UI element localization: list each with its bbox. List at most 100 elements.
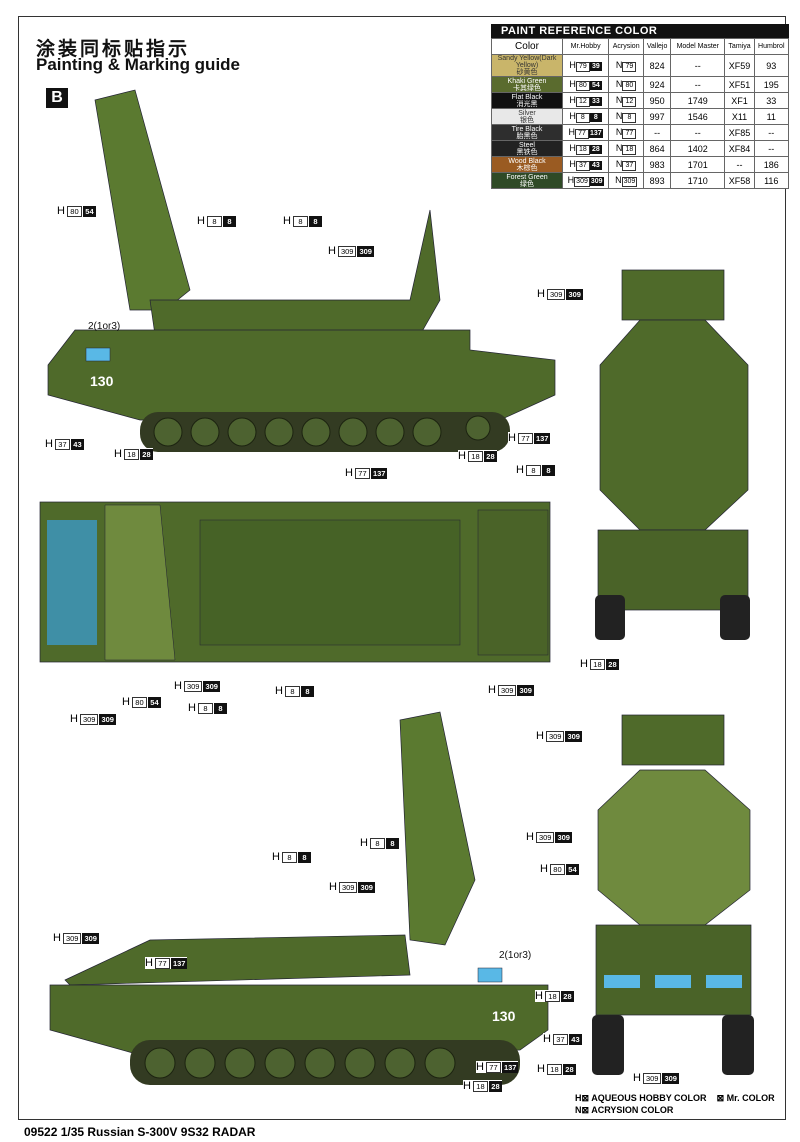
mr-color-code: 8 [541, 464, 555, 476]
title-chinese: 涂装同标贴指示 [36, 34, 195, 61]
tamiya-code: X11 [724, 108, 755, 125]
humbrol-code: 186 [753, 156, 790, 173]
vallejo-code: 983 [643, 156, 672, 173]
col-mrhobby: Mr.Hobby [561, 38, 610, 55]
hobby-prefix: H [476, 1061, 484, 1073]
hobby-code: 309 [546, 288, 566, 300]
mr-color-code: 309 [566, 288, 583, 300]
mr-color-code: 8 [222, 215, 236, 227]
hobby-code: 18 [472, 1080, 488, 1092]
color-name: Sandy Yellow(Dark Yellow) [497, 55, 557, 69]
hobby-prefix: H [463, 1080, 471, 1092]
hobby-prefix: H [488, 684, 496, 696]
windshield [85, 347, 111, 362]
color-name-cn: 卡其绿色 [513, 84, 541, 92]
hobby-prefix: H [70, 713, 78, 725]
hobby-prefix: H [516, 464, 524, 476]
hobby-code: 8 [369, 837, 385, 849]
side-view-bottom [49, 711, 549, 1085]
color-name-cn: 绿色 [520, 180, 534, 188]
color-name: Wood Black [508, 157, 546, 165]
modelmaster-code: 1546 [670, 108, 726, 125]
hobby-code: 309 [337, 245, 357, 257]
hobby-prefix: H [537, 1063, 545, 1075]
hobby-code: 309 [338, 881, 358, 893]
mr-color-code: 309 [555, 831, 572, 843]
road-wheels [153, 415, 491, 447]
tamiya-code: XF58 [724, 172, 755, 189]
mr-color-code: 309 [517, 684, 534, 696]
top-view [39, 501, 551, 663]
col-tamiya: Tamiya [724, 38, 755, 55]
hobby-code: 18 [467, 450, 483, 462]
hobby-code: 77 [517, 432, 533, 444]
rear-view-top [595, 269, 750, 640]
tamiya-code: XF84 [724, 140, 755, 157]
decal-option-label: 2(1or3) [88, 321, 121, 332]
vallejo-code: 864 [643, 140, 672, 157]
footer-title: 09522 1/35 Russian S-300V 9S32 RADAR [24, 1125, 256, 1139]
color-name-cn: 砂黄色 [516, 69, 538, 76]
mr-color-code: 137 [533, 432, 551, 444]
mr-color-code: 309 [357, 245, 374, 257]
legend-mr: ⊠ Mr. COLOR [716, 1093, 775, 1103]
mr-color-code: 28 [562, 1063, 576, 1075]
humbrol-code: 195 [753, 76, 790, 93]
mr-color-code: 309 [82, 932, 99, 944]
hobby-prefix: H [275, 685, 283, 697]
color-name-cn: 消光黑 [516, 100, 538, 108]
paint-reference-table: PAINT REFERENCE COLOR Color Mr.Hobby Acr… [491, 24, 790, 189]
hobby-code: 80 [131, 696, 147, 708]
hobby-prefix: H [633, 1072, 641, 1084]
side-view-top [47, 89, 556, 452]
guide-frame [18, 16, 786, 1120]
hobby-code: 18 [123, 448, 139, 460]
hobby-prefix: H [283, 215, 291, 227]
hobby-prefix: H [57, 205, 65, 217]
hobby-code: 77 [154, 957, 170, 969]
hobby-code: 309 [497, 684, 517, 696]
hobby-prefix: H [188, 702, 196, 714]
mr-color-code: 28 [488, 1080, 502, 1092]
tamiya-code: XF85 [724, 124, 755, 141]
mr-color-code: 309 [99, 713, 116, 725]
hull-number: 130 [90, 373, 114, 389]
radar-antenna [94, 89, 191, 311]
mr-color-code: 8 [213, 702, 227, 714]
mr-color-code: 137 [370, 467, 388, 479]
color-name-cn: 木棕色 [516, 164, 538, 172]
color-name: Silver [518, 109, 536, 117]
mr-color-code: 8 [308, 215, 322, 227]
hobby-code: 309 [545, 730, 565, 742]
